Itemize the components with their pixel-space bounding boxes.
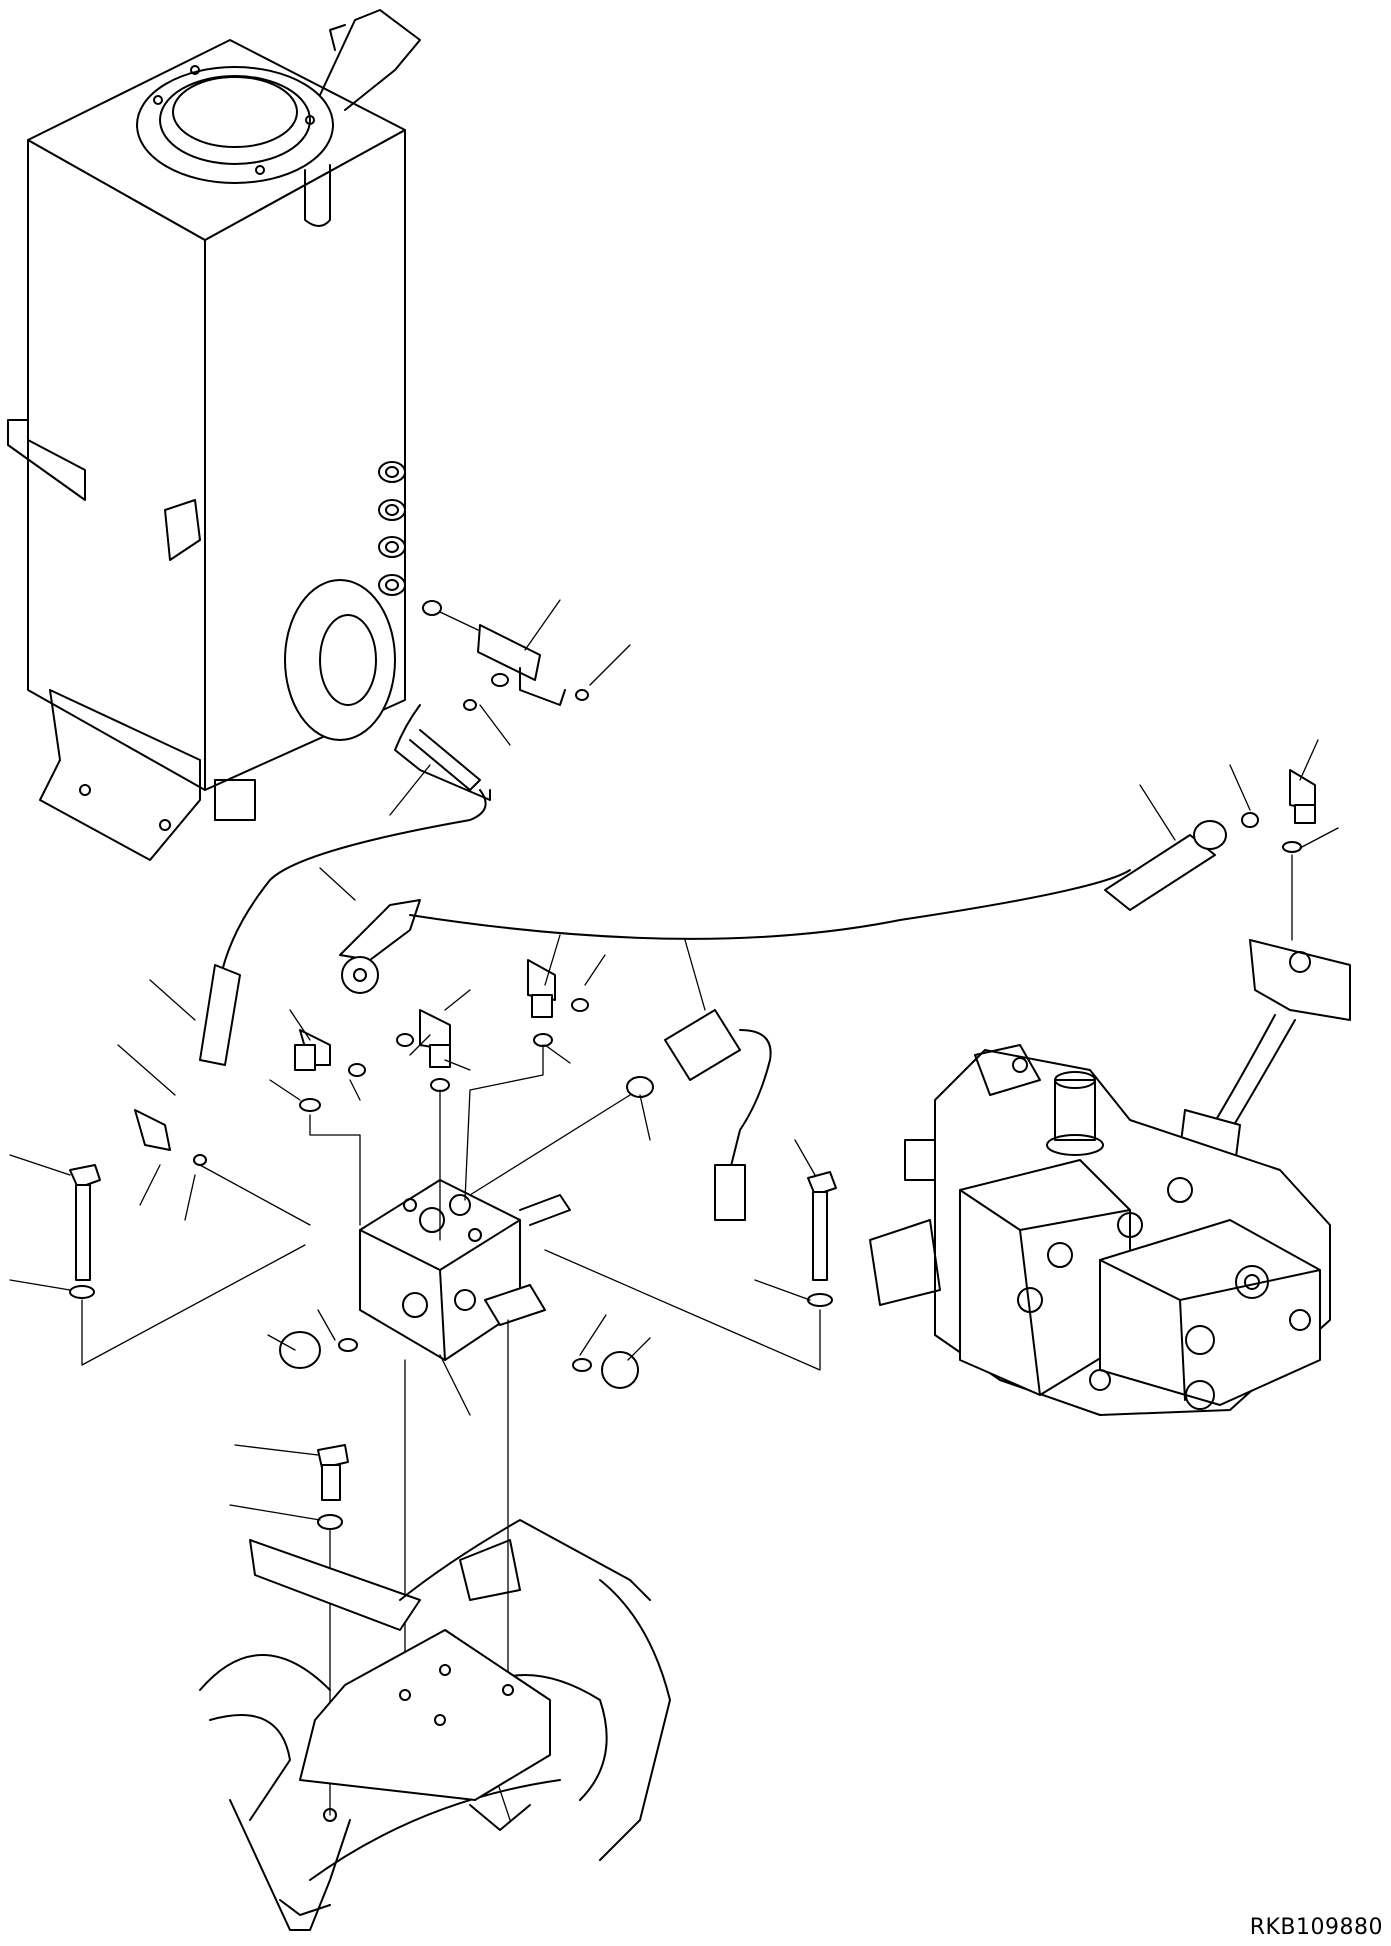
frame — [199, 1519, 671, 1931]
valve-block — [359, 1179, 571, 1361]
hydraulic-tank — [7, 9, 421, 861]
elbow-fittings — [134, 769, 1316, 1151]
hose-pump-to-valve — [339, 820, 1227, 994]
hose-tank-to-valve — [199, 704, 491, 1066]
drawing-code: RKB109880 — [1249, 1915, 1383, 1940]
hydraulic-pump — [869, 939, 1351, 1416]
mounting-bracket — [299, 1629, 551, 1822]
bolts-and-washers — [69, 1164, 837, 1501]
pressure-switch — [664, 1009, 772, 1221]
tee-fitting — [422, 600, 589, 711]
plugs — [279, 1331, 639, 1389]
